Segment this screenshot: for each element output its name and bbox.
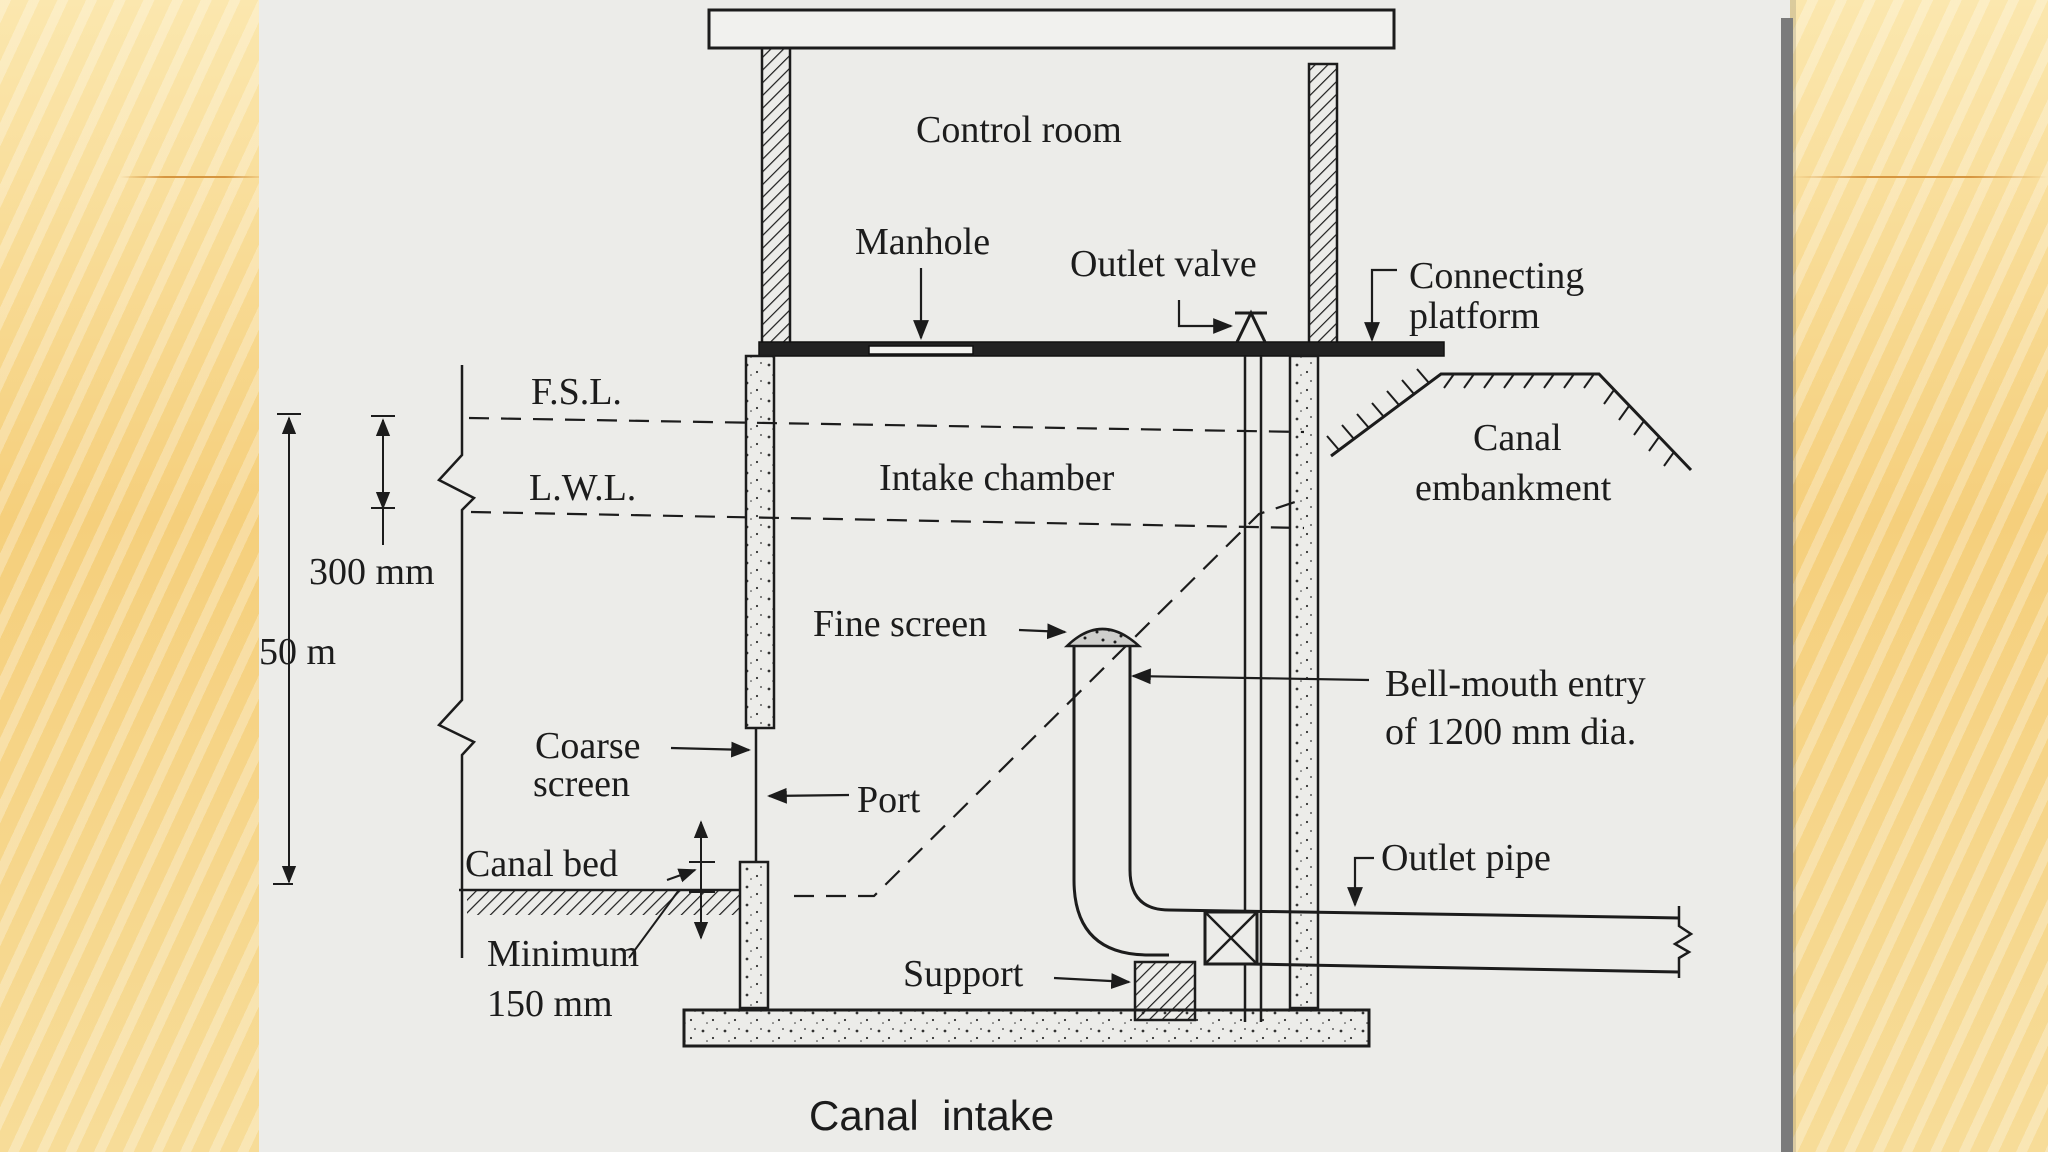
label-port: Port [857, 779, 921, 821]
roof-slab [707, 8, 1396, 50]
label-canal: Canal [1473, 417, 1562, 459]
outlet-pipe-break [1672, 906, 1694, 978]
label-outlet-pipe: Outlet pipe [1381, 837, 1551, 879]
label-fsl: F.S.L. [531, 371, 622, 413]
outlet-pipe-leader [1347, 856, 1374, 907]
label-screen: screen [533, 763, 630, 805]
label-lwl: L.W.L. [529, 467, 636, 509]
label-bell-mouth-1: Bell-mouth entry [1385, 663, 1646, 705]
page-edge-shadow [1781, 18, 1793, 1152]
label-50-m: 50 m [259, 631, 336, 673]
bell-mouth-arrow [1131, 668, 1370, 685]
connecting-platform-leader [1364, 268, 1397, 342]
fine-screen [1063, 627, 1143, 648]
label-300-mm: 300 mm [309, 551, 435, 593]
label-bell-mouth-2: of 1200 mm dia. [1385, 711, 1636, 753]
decorative-line-right [1790, 176, 2048, 178]
control-room-left-wall [760, 46, 792, 350]
minimum-leader [628, 889, 680, 959]
base-slab [682, 1008, 1371, 1048]
control-room-right-wall [1307, 62, 1339, 350]
label-coarse: Coarse [535, 725, 641, 767]
support-block [1133, 960, 1197, 1022]
floor-slab [758, 341, 1445, 357]
canal-bed-hatch [467, 891, 739, 915]
fine-screen-arrow [1018, 623, 1067, 640]
port-arrow [767, 787, 850, 804]
embankment-hatching [1326, 368, 1675, 467]
outlet-valve-leader [1177, 300, 1233, 334]
canal-bed-leader [666, 868, 697, 883]
label-150-mm: 150 mm [487, 983, 613, 1025]
label-minimum: Minimum [487, 933, 639, 975]
label-embankment: embankment [1415, 467, 1612, 509]
label-fine-screen: Fine screen [813, 603, 987, 645]
label-platform: platform [1409, 295, 1540, 337]
outlet-valve-symbol [1235, 309, 1267, 343]
manhole [868, 345, 974, 355]
coarse-screen-arrow [670, 741, 751, 758]
label-intake-chamber: Intake chamber [879, 457, 1115, 499]
chamber-left-wall-lower [738, 860, 770, 1010]
support-arrow [1053, 973, 1131, 989]
label-support: Support [903, 953, 1024, 995]
label-manhole: Manhole [855, 221, 990, 263]
dashed-slope [794, 498, 1302, 898]
scanned-page [259, 0, 1790, 1152]
fsl-line [468, 416, 1305, 434]
chamber-right-wall [1288, 354, 1320, 1010]
label-connecting: Connecting [1409, 255, 1584, 297]
label-control-room: Control room [916, 109, 1122, 151]
fine-screen-dots [1083, 628, 1123, 644]
label-canal-bed: Canal bed [465, 843, 618, 885]
canal-intake-diagram: Control room Manhole Outlet valve Connec… [259, 8, 1694, 1139]
break-line-left [436, 365, 477, 958]
lwl-line [470, 510, 1305, 530]
label-outlet-valve: Outlet valve [1070, 243, 1257, 285]
diagram-caption: Canal intake [809, 1092, 1054, 1139]
chamber-left-wall-upper [744, 354, 776, 730]
decorative-line-left [120, 176, 270, 178]
bell-mouth-pipe [1072, 646, 1169, 957]
canal-embankment [1330, 372, 1693, 472]
